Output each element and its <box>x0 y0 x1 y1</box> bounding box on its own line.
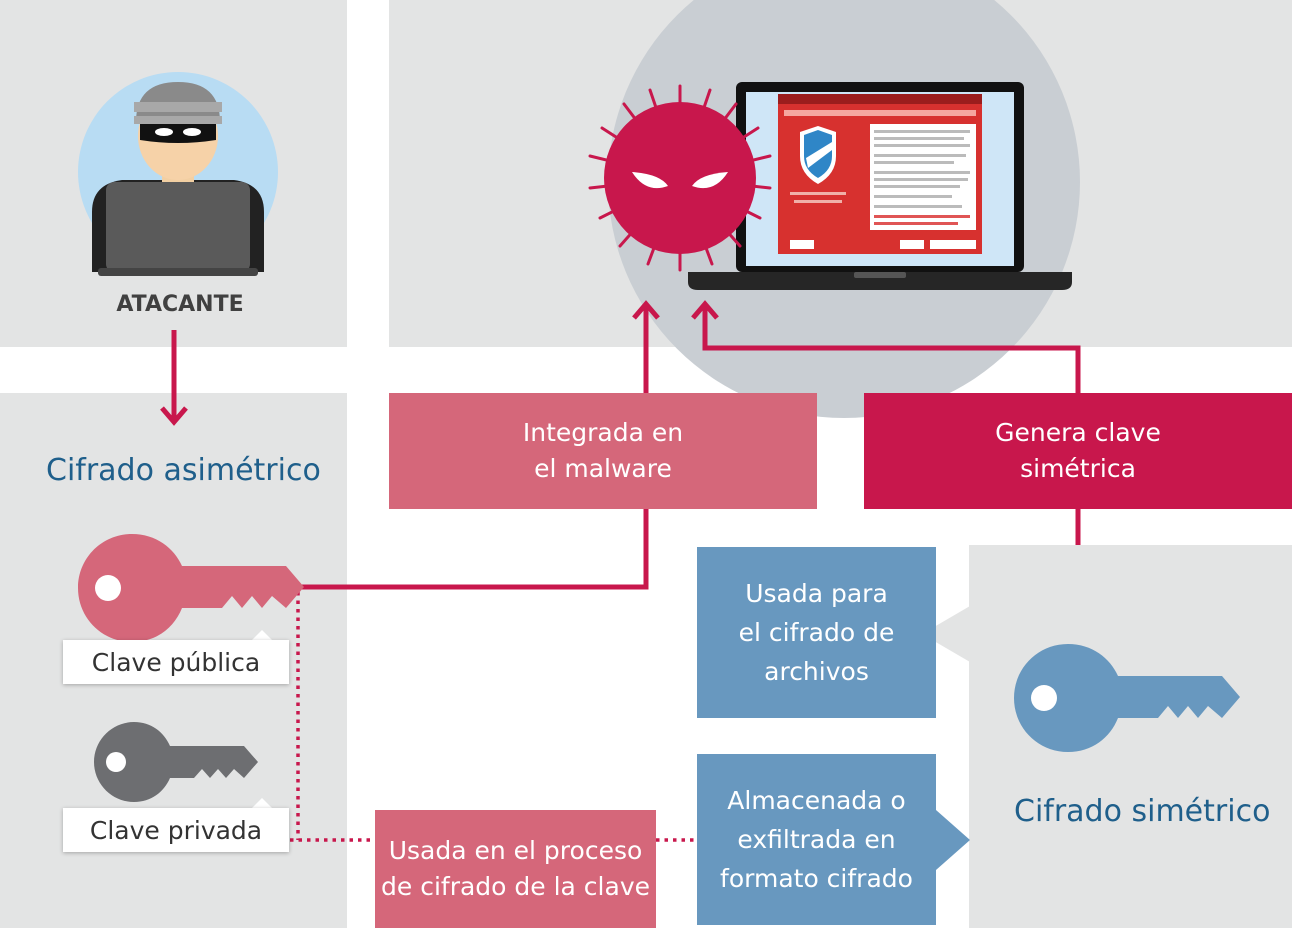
private-key-icon <box>94 722 258 802</box>
symmetric-key-icon <box>1014 644 1240 752</box>
used-in-key-encryption-box: Usada en el proceso de cifrado de la cla… <box>375 810 656 928</box>
public-key-label-pointer <box>250 630 274 642</box>
private-key-label-pointer <box>250 798 274 810</box>
laptop-icon <box>688 82 1072 290</box>
arrow-integrated-to-malware <box>632 300 660 393</box>
attacker-icon <box>92 82 264 276</box>
attacker-label: ATACANTE <box>116 292 244 317</box>
public-key-icon <box>78 534 304 642</box>
generates-symmetric-key-box: Genera clave simétrica <box>864 393 1292 509</box>
stored-pointer <box>936 810 970 870</box>
arrow-attacker-to-asymmetric <box>160 330 188 426</box>
used-for-file-encryption-box: Usada para el cifrado de archivos <box>697 547 936 718</box>
arrow-generates-to-malware <box>691 300 1081 393</box>
symmetric-panel <box>969 545 1292 928</box>
stored-or-exfiltrated-box: Almacenada o exfiltrada en formato cifra… <box>697 754 936 925</box>
ransom-window <box>778 94 982 254</box>
connector-public-key-to-integrated <box>296 508 649 590</box>
malware-virus-icon <box>588 84 772 272</box>
symmetric-title: Cifrado simétrico <box>1014 794 1271 829</box>
private-key-label: Clave privada <box>63 808 289 852</box>
asymmetric-title: Cifrado asimétrico <box>46 453 321 488</box>
public-key-label: Clave pública <box>63 640 289 684</box>
dotted-connectors <box>290 592 697 842</box>
integrated-in-malware-box: Integrada en el malware <box>389 393 817 509</box>
